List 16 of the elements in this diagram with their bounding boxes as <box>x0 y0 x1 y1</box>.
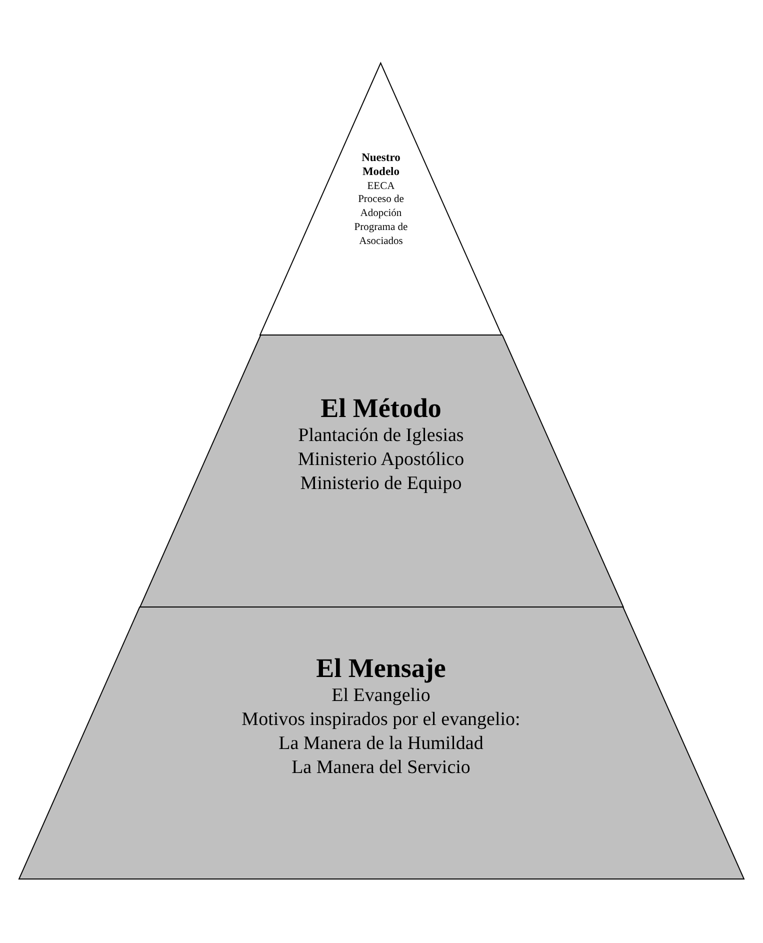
tier-item: El Evangelio <box>330 684 432 708</box>
tier-item: La Manera de la Humildad <box>278 732 484 756</box>
tier-item: La Manera del Servicio <box>290 756 472 780</box>
tier-heading: Nuestro Modelo <box>360 152 402 180</box>
tier-item: Proceso de Adopción <box>357 193 405 221</box>
pyramid-apex <box>260 63 502 335</box>
tier-heading: El Método <box>320 393 442 424</box>
pyramid-base-tier <box>19 607 744 879</box>
tier-item: Plantación de Iglesias <box>297 424 465 448</box>
tier-item: Ministerio Apostólico <box>296 448 466 472</box>
tier-heading: El Mensaje <box>315 653 447 684</box>
tier-item: Programa de Asociados <box>353 220 409 249</box>
tier-item: Motivos inspirados por el evangelio: <box>240 708 522 732</box>
tier-item: Ministerio de Equipo <box>299 472 463 496</box>
tier-item: EECA <box>366 180 396 194</box>
pyramid-middle-tier <box>140 335 623 607</box>
